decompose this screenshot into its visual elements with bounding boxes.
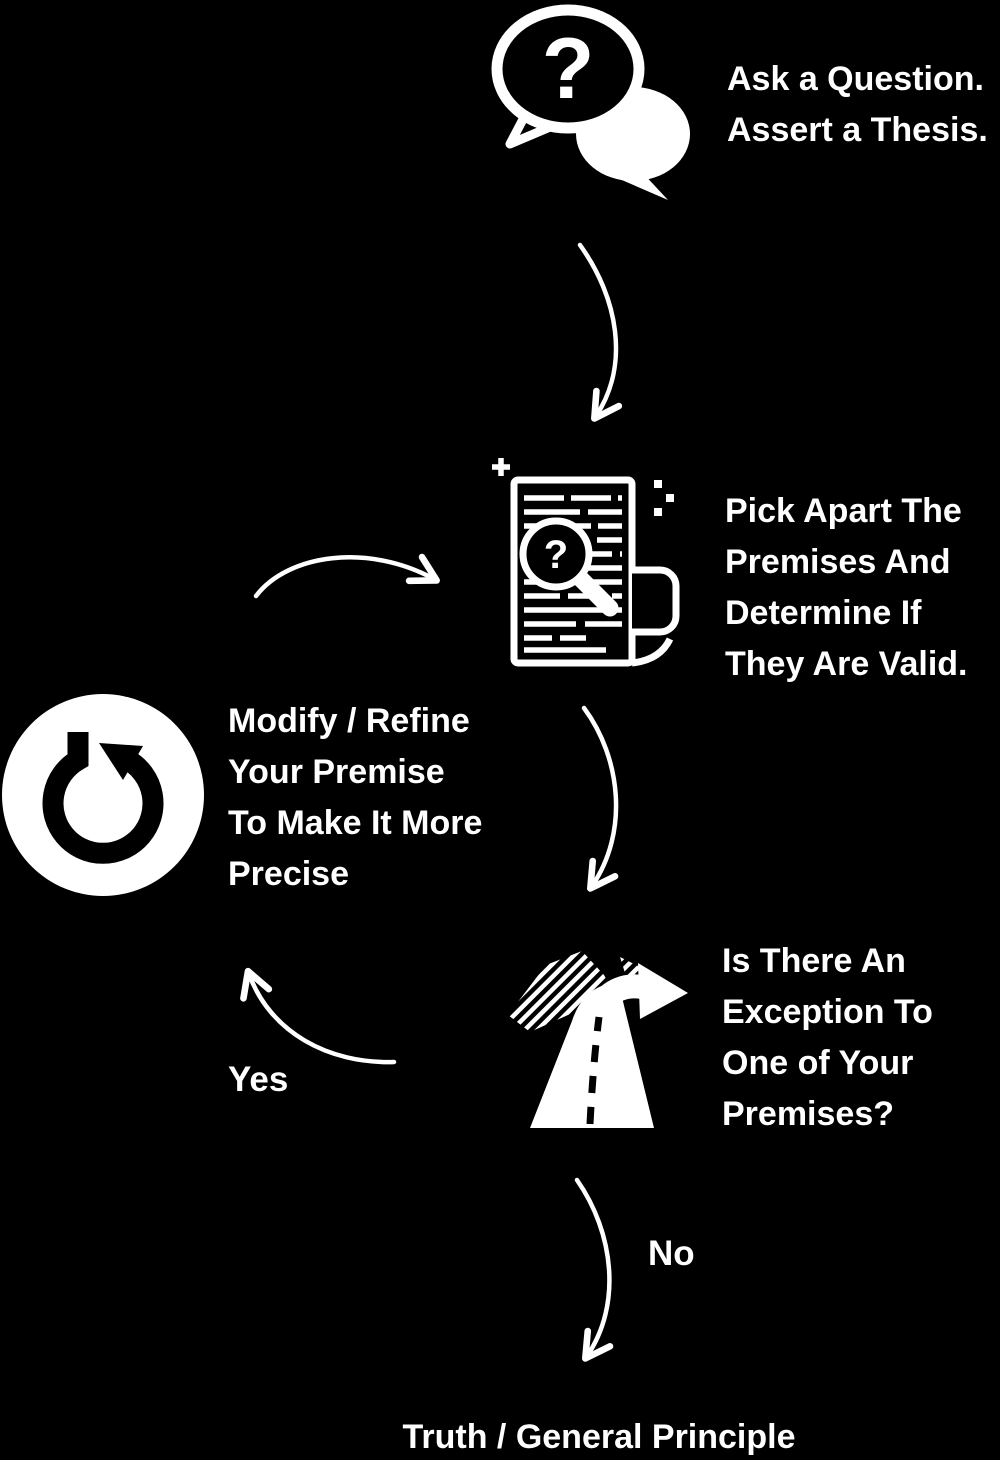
truth-general-principle-label: Truth / General Principle xyxy=(402,1418,796,1456)
forked-road-arrow-icon xyxy=(508,951,688,1128)
exception-question-label: Is There An Exception To One of Your Pre… xyxy=(722,942,933,1133)
yes-branch-label: Yes xyxy=(228,1060,289,1099)
arrow-analyze-to-exception xyxy=(581,705,619,892)
no-branch-label: No xyxy=(648,1234,695,1273)
pick-apart-premises-label: Pick Apart The Premises And Determine If… xyxy=(725,492,968,683)
arrow-modify-to-analyze xyxy=(253,553,440,599)
bubble-question-mark: ? xyxy=(542,21,595,117)
speech-bubbles-question-icon: ? xyxy=(491,4,690,200)
modify-refine-premise-label: Modify / Refine Your Premise To Make It … xyxy=(228,702,483,893)
arrow-yes-to-modify xyxy=(240,967,397,1065)
ask-question-label: Ask a Question. Assert a Thesis. xyxy=(727,60,988,149)
document-magnifier-icon: ? xyxy=(492,458,680,667)
arrow-ask-to-analyze xyxy=(577,242,623,422)
arrow-exception-to-truth xyxy=(574,1177,614,1362)
magnifier-question-mark: ? xyxy=(544,533,568,577)
restart-loop-icon xyxy=(2,694,204,896)
